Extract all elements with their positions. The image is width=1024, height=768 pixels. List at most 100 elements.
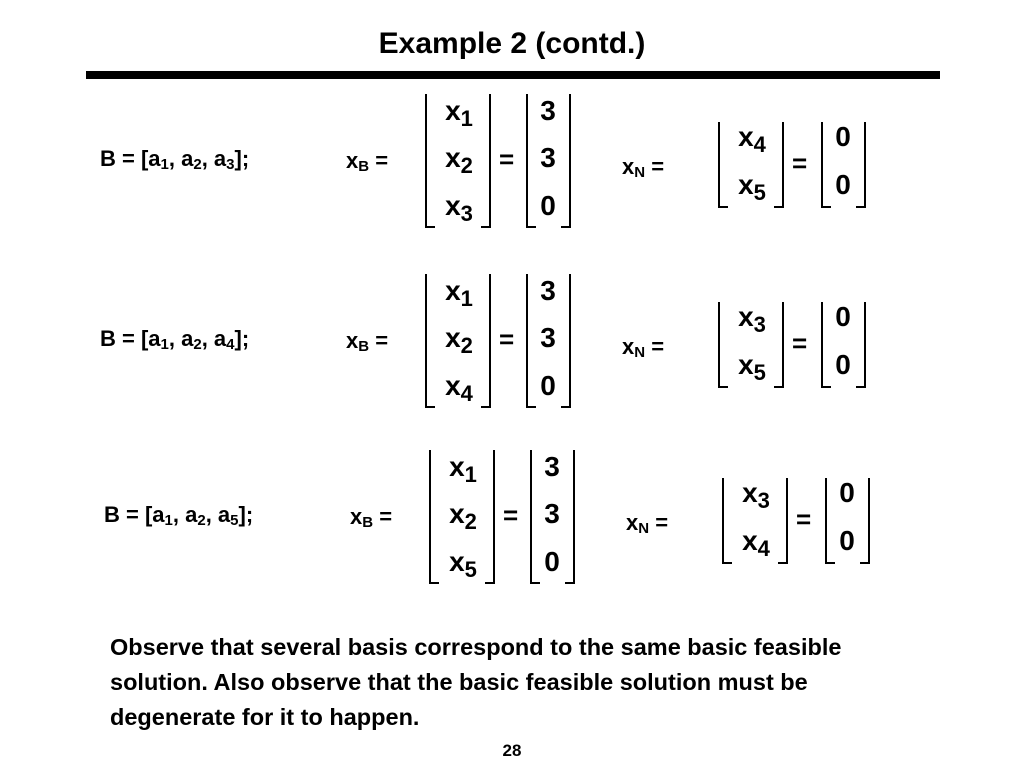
var-index: 5 [753,360,766,385]
basis-open: B = [a [100,146,161,171]
xn-right-bracket [774,122,784,208]
var-symbol: x [742,477,758,508]
xb-variable: x1 [437,276,481,310]
xb-symbol: x [346,148,359,173]
xb-value: 3 [540,95,556,126]
xb-symbol: x [350,504,363,529]
xb-right-bracket [481,274,491,408]
xn-label: xN = [622,154,664,180]
xn-value-left-bracket [821,122,831,208]
var-symbol: x [738,169,754,200]
xn-variable: x3 [730,302,774,336]
xb-variable: x3 [437,190,481,225]
title-divider [86,71,940,79]
var-symbol: x [445,95,461,126]
var-symbol: x [445,142,461,173]
var-index: 2 [460,153,473,178]
xb-equals: = [375,148,389,173]
xn-left-bracket [718,302,728,388]
var-symbol: x [449,451,465,482]
xb-variable: x1 [441,451,485,486]
xn-equals: = [651,334,665,359]
basis-index: 4 [226,336,235,353]
var-symbol: x [445,370,461,401]
xb-variable: x5 [441,546,485,581]
xn-value-right-bracket [856,302,866,388]
xn-value-right-bracket [856,122,866,208]
xb-symbol: x [346,328,359,353]
var-index: 1 [460,106,473,131]
xn-value: 0 [835,169,851,200]
xn-subscript: N [634,344,646,361]
xb-value-left-bracket [526,274,536,408]
var-index: 4 [460,381,473,406]
var-index: 5 [753,180,766,205]
xb-subscript: B [358,158,370,175]
xn-equals-sign: = [796,504,812,534]
xb-value: 0 [540,190,556,221]
xb-value: 3 [540,142,556,173]
xn-subscript: N [638,520,650,537]
basis-index: 2 [193,336,202,353]
xn-subscript: N [634,164,646,181]
xb-subscript: B [362,514,374,531]
xn-value-left-bracket [825,478,835,564]
xb-equals-sign: = [503,500,519,530]
observation-note: Observe that several basis correspond to… [110,634,842,730]
var-index: 4 [757,536,770,561]
xb-value: 3 [540,322,556,353]
basis-definition: B = [a1, a2, a5]; [104,502,253,528]
var-symbol: x [738,121,754,152]
basis-index: 1 [164,512,173,529]
var-symbol: x [445,190,461,221]
xn-value: 0 [835,349,851,380]
xb-right-bracket [481,94,491,228]
xn-value: 0 [839,477,855,508]
xn-right-bracket [778,478,788,564]
xb-value: 0 [544,546,560,577]
xn-symbol: x [622,154,635,179]
xn-equals: = [651,154,665,179]
basis-index: 5 [230,512,239,529]
basis-index: 1 [160,156,169,173]
xn-symbol: x [626,510,639,535]
xn-variable: x5 [730,350,774,384]
basis-definition: B = [a1, a2, a3]; [100,146,249,172]
basis-index: 1 [160,336,169,353]
xn-equals-sign: = [792,148,808,178]
xb-value: 3 [544,498,560,529]
xb-subscript: B [358,338,370,355]
xn-variable: x3 [734,477,778,512]
basis-open: B = [a [104,502,165,527]
xb-value: 0 [540,370,556,401]
basis-separator: , a [172,502,198,527]
xn-equals-sign: = [792,328,808,358]
xb-left-bracket [425,274,435,408]
xn-value: 0 [835,121,851,152]
xn-value: 0 [835,301,851,332]
xb-equals: = [375,328,389,353]
page-number: 28 [502,741,522,760]
xn-variable: x5 [730,169,774,204]
xb-label: xB = [350,504,392,530]
xb-right-bracket [485,450,495,584]
basis-open: B = [a [100,326,161,351]
xn-variable: x4 [730,121,774,156]
basis-close: ]; [234,326,250,351]
var-symbol: x [449,546,465,577]
xn-value: 0 [839,525,855,556]
xn-symbol: x [622,334,635,359]
xb-value: 3 [544,451,560,482]
xb-value-right-bracket [565,450,575,584]
var-index: 1 [464,462,477,487]
xn-label: xN = [626,510,668,536]
xb-value-left-bracket [530,450,540,584]
basis-separator: , a [201,326,227,351]
xb-variable: x2 [437,142,481,177]
xb-label: xB = [346,148,388,174]
xb-left-bracket [429,450,439,584]
xn-equals: = [655,510,669,535]
xn-left-bracket [718,122,728,208]
